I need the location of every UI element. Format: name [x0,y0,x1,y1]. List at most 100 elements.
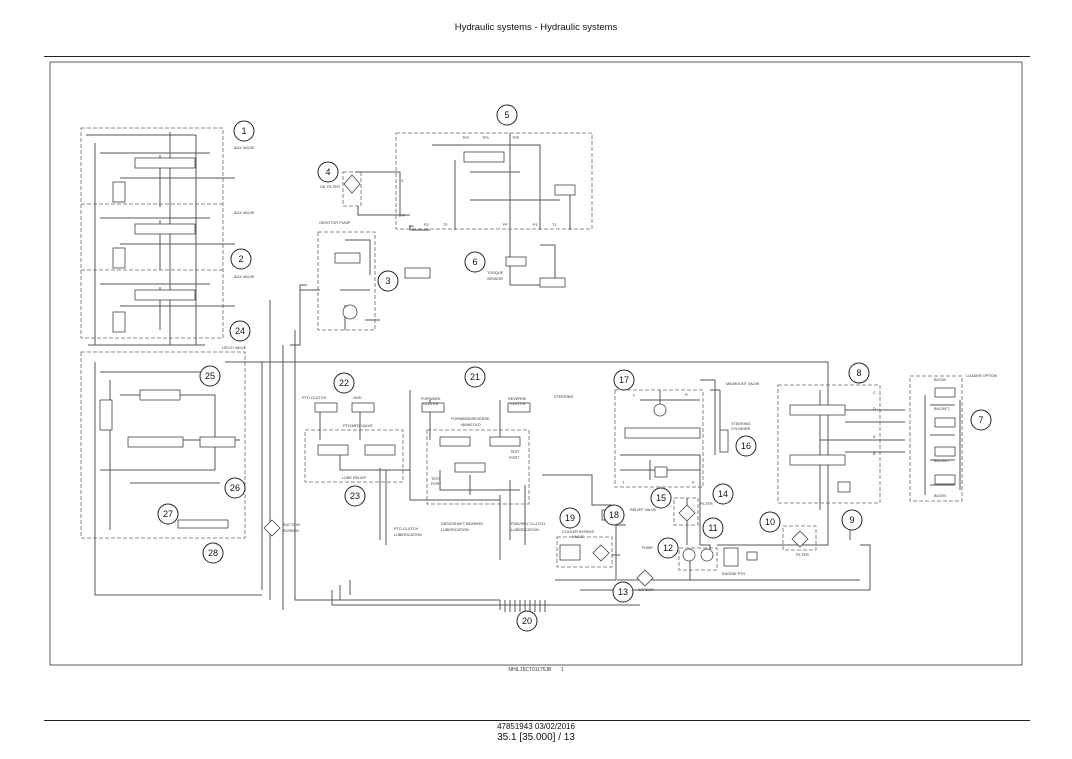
label-boom: BOOM [934,494,946,498]
svg-text:3: 3 [385,276,390,286]
label-relief-valve: RELIEF VALVE [630,508,656,512]
callout-17: 17 [613,369,635,391]
svg-text:6: 6 [472,257,477,267]
label-port-b: B [873,452,876,456]
label-engine-pto: ENGINE PTO [722,572,745,576]
label-steering-cylinder: STEERING [731,422,750,426]
callout-27: 27 [157,503,179,525]
svg-text:28: 28 [208,548,218,558]
svg-text:9: 9 [849,515,854,525]
component-boxes [80,127,963,571]
label-reverse-clutch: CLUTCH [510,402,526,406]
svg-text:21: 21 [470,372,480,382]
page-header-title: Hydraulic systems - Hydraulic systems [454,22,618,33]
callout-26: 26 [224,477,246,499]
svg-text:7: 7 [978,415,983,425]
label-tpp: TPP [398,214,406,218]
label-aux-valve: AUX VALVE [234,275,255,279]
label-filter: FILTER [796,553,809,557]
svg-text:5: 5 [504,110,509,120]
callout-5: 5 [496,104,518,126]
label-forward-clutch: FORWARD [421,397,441,401]
svg-text:20: 20 [522,616,532,626]
label-fwdrev-lubrication: LUBERICATION [511,528,539,532]
label-tpf: TPF [512,136,520,140]
diagram-frame [49,61,1023,666]
footer-rule [44,720,1030,721]
callout-13: 13 [612,581,634,603]
hydraulic-lines [86,132,961,612]
label-pto-lubrication: PTO CLUTCH [394,527,418,531]
svg-text:8: 8 [856,368,861,378]
label-suction-screen: SCREEN [283,529,299,533]
svg-text:25: 25 [205,371,215,381]
label-screen: SCREEN [638,588,654,592]
label-steering-cylinder: CYLINDER [731,427,750,431]
svg-text:22: 22 [339,378,349,388]
label-reverse-clutch: REVERSE [508,397,527,401]
label-tp1: TP1 [482,136,489,140]
label-bucket: BUCKET [934,459,950,463]
callout-15: 15 [650,487,672,509]
label-boom: BOOM [934,378,946,382]
svg-text:24: 24 [235,326,245,336]
label-port-d: D [873,407,876,411]
label-aux-valve: AUX VALVE [234,146,255,150]
label-pf: PF [503,223,509,227]
label-port-a: A [873,435,876,439]
label-pto-clutch: PTO CLUTCH [302,396,326,400]
label-driveshaft-lubrication: DRIVESHAFT BEARING [441,522,483,526]
label-t1: T1 [552,223,556,227]
label-pp: PP [409,225,415,229]
svg-text:18: 18 [609,510,619,520]
label-hitch-valve: HITCH VALVE [222,346,247,350]
callout-1: 1 [233,120,255,142]
label-p1: P1 [533,223,538,227]
callout-14: 14 [712,483,734,505]
header-rule [44,56,1030,57]
callout-12: 12 [657,537,679,559]
label-aux-valve: AUX VALVE [234,211,255,215]
callout-4: 4 [317,161,339,183]
label-port-l: L [633,393,635,397]
svg-text:16: 16 [741,441,751,451]
label-driveshaft-lubrication: LUBERICATION [441,528,469,532]
label-fwdrev-lubrication: FWD/REV CLUTCH [511,522,545,526]
callout-3: 3 [377,270,399,292]
valve-symbols [99,151,956,587]
label-gerotor-pump: GEROTOR PUMP [319,221,351,225]
label-port-t: T [622,481,625,485]
label-torque-sensor: SENSOR [487,277,503,281]
callout-28: 28 [202,542,224,564]
label-port-p: P [692,481,695,485]
label-test-port: TEST [510,450,520,454]
label-x: X [401,179,404,183]
label-pump: PUMP [642,546,653,550]
label-t2: T2 [443,223,447,227]
label-test-port: PORT [431,482,442,486]
callout-10: 10 [759,511,781,533]
callout-2: 2 [230,248,252,270]
callout-9: 9 [841,509,863,531]
svg-text:12: 12 [663,543,673,553]
svg-text:15: 15 [656,493,666,503]
svg-text:1: 1 [241,126,246,136]
callout-21: 21 [464,366,486,388]
label-pto-lubrication: LUBERICATION [394,533,422,537]
label-tp2: TP2 [462,136,469,140]
label-manifold: FORWARD/REVERSE [451,417,490,421]
label-test-port: TEST [431,477,441,481]
callout-19: 19 [559,507,581,529]
label-pto-mfd-valve: PTO/MFD VALVE [343,424,373,428]
svg-text:19: 19 [565,513,575,523]
svg-text:27: 27 [163,509,173,519]
callout-20: 20 [516,610,538,632]
label-midmount-valve: MIDMOUNT VALVE [726,382,760,386]
svg-text:11: 11 [708,523,717,533]
callout-23: 23 [344,485,366,507]
svg-text:2: 2 [238,254,243,264]
callout-6: 6 [464,251,486,273]
callout-18: 18 [603,504,625,526]
svg-text:14: 14 [718,489,728,499]
